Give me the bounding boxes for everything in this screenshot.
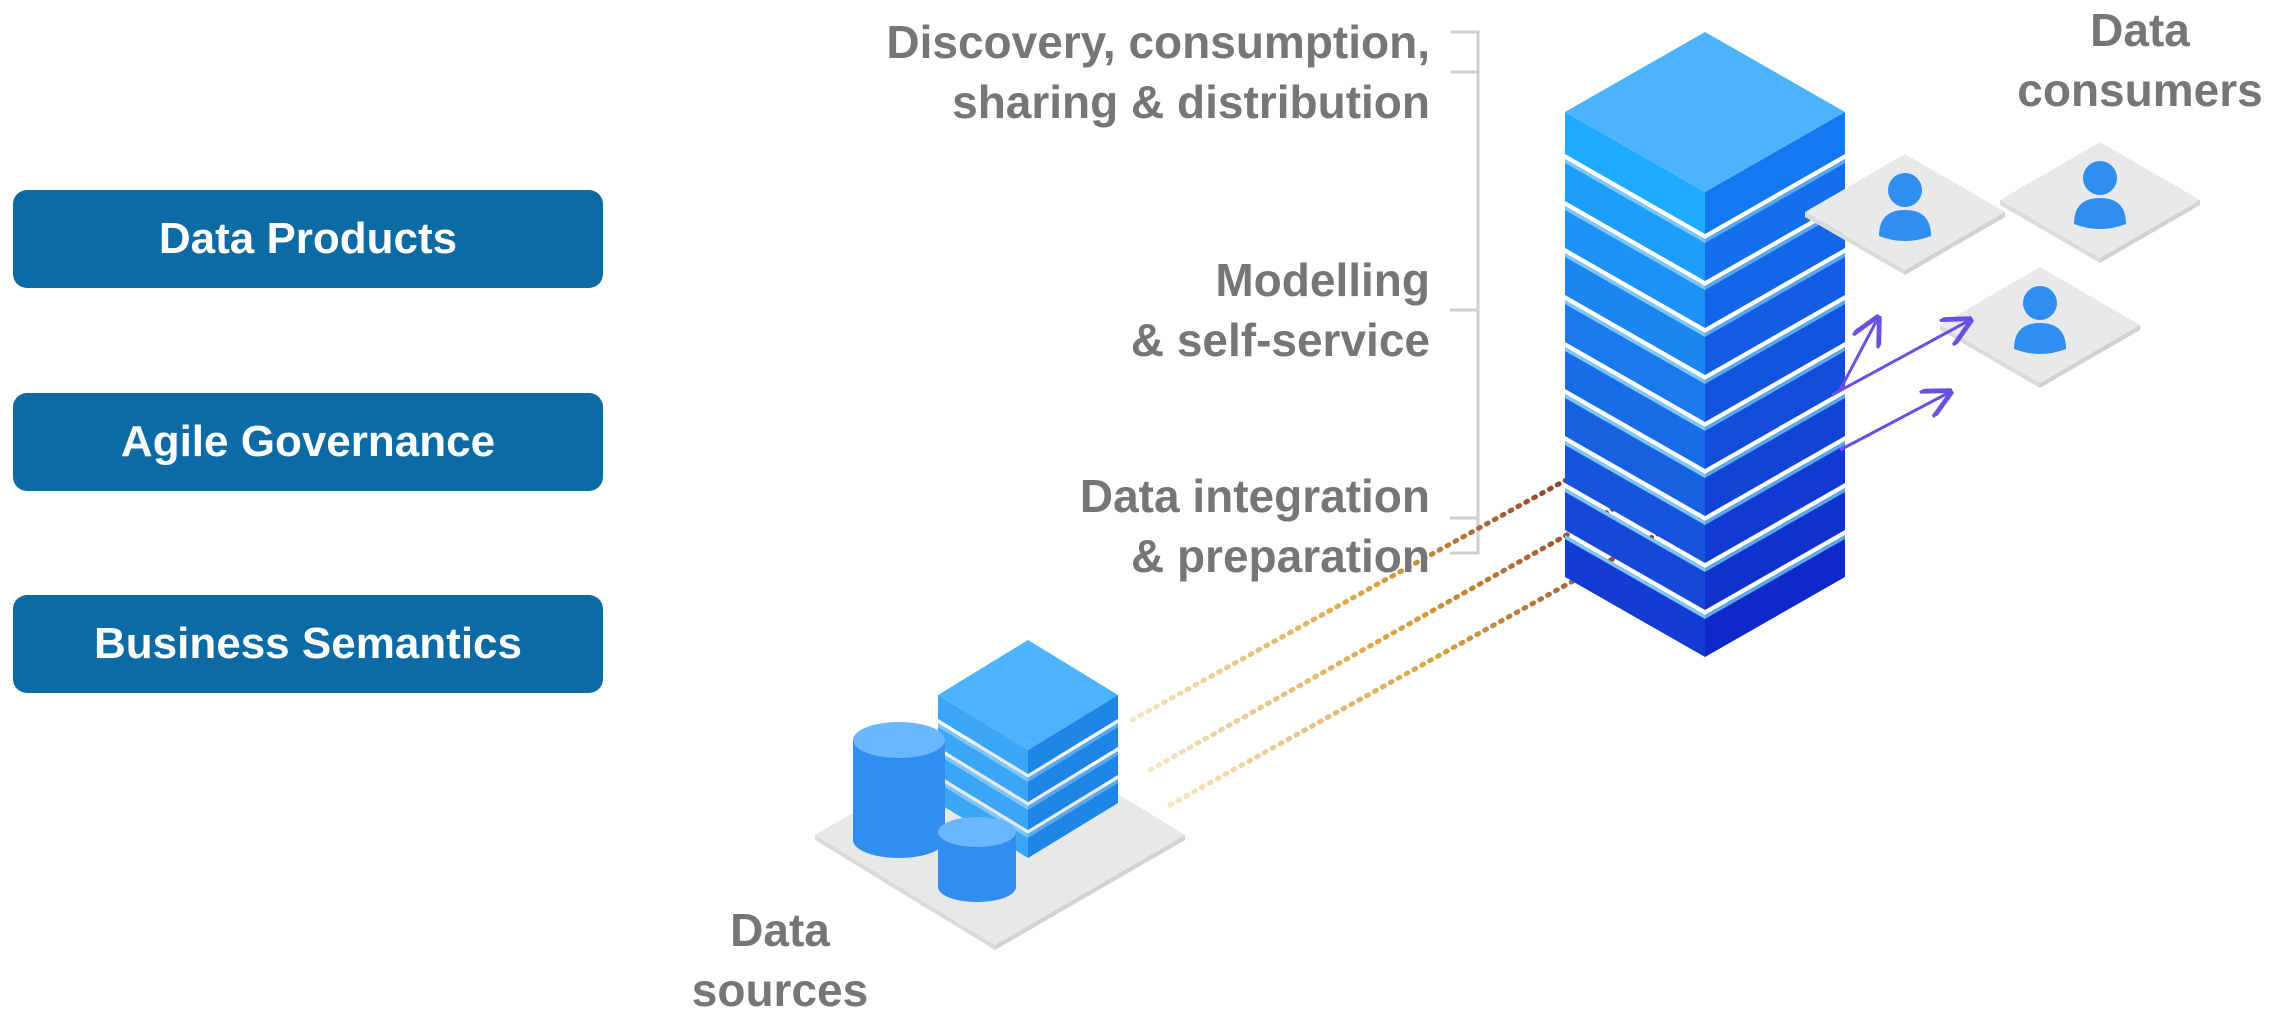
- label-discovery-layer: Discovery, consumption, sharing & distri…: [886, 12, 1430, 132]
- label-data-consumers: Data consumers: [2000, 0, 2280, 120]
- stack-separator: [1705, 300, 1845, 384]
- stack-slab-right: [1705, 300, 1845, 422]
- label-integration-layer: Data integration & preparation: [1080, 466, 1430, 586]
- stack-separator: [1565, 347, 1705, 431]
- stack-separator: [1565, 206, 1705, 290]
- stack-separator: [938, 751, 1028, 810]
- label-line: Discovery, consumption,: [886, 16, 1430, 68]
- stack-separator: [1705, 488, 1845, 572]
- stack-slab-left: [938, 695, 1028, 774]
- stack-slab-left: [1565, 488, 1705, 610]
- server-stack-icon: [938, 640, 1118, 858]
- tile-edge: [2040, 325, 2140, 388]
- stack-top: [938, 640, 1118, 750]
- stack-slab-left: [938, 723, 1028, 802]
- label-line: consumers: [2017, 64, 2263, 116]
- stack-slab-left: [1565, 112, 1705, 234]
- stack-slab-right: [1028, 723, 1118, 802]
- label-line: Modelling: [1215, 254, 1430, 306]
- stack-slab-right: [1705, 394, 1845, 516]
- stack-separator: [1705, 206, 1845, 290]
- tile-edge: [2000, 200, 2100, 263]
- database-icon: [853, 722, 945, 858]
- label-line: & preparation: [1130, 530, 1430, 582]
- stack-separator: [1565, 535, 1705, 619]
- user-icon: [2014, 286, 2066, 354]
- stack-separator: [1565, 159, 1705, 243]
- stack-slab-left: [1565, 394, 1705, 516]
- stack-separator: [1705, 441, 1845, 525]
- stack-slab-left: [938, 751, 1028, 830]
- pill-business-semantics: Business Semantics: [13, 595, 603, 693]
- stack-separator: [938, 723, 1028, 782]
- stack-separator: [1565, 488, 1705, 572]
- label-line: Data integration: [1079, 470, 1430, 522]
- stack-separator: [1028, 751, 1118, 810]
- stack-separator: [1028, 723, 1118, 782]
- arrow-icon: [1831, 318, 1970, 452]
- stack-separator: [1565, 441, 1705, 525]
- label-line: & self-service: [1130, 314, 1430, 366]
- stack-slab-left: [1565, 347, 1705, 469]
- stack-separator: [1565, 253, 1705, 337]
- label-line: Data: [2090, 4, 2190, 56]
- server-stack-icon: [1565, 32, 1845, 657]
- consumer-tile: [1805, 154, 2005, 275]
- stack-slab-right: [1705, 253, 1845, 375]
- stack-slab-left: [1565, 253, 1705, 375]
- stack-slab-left: [1565, 441, 1705, 563]
- label-data-sources: Data sources: [660, 900, 900, 1020]
- consumer-tile: [2000, 142, 2200, 263]
- tile-edge: [1805, 212, 1905, 275]
- consumer-tile: [1940, 267, 2140, 388]
- stack-separator: [1705, 535, 1845, 619]
- stack-slab-left: [1565, 300, 1705, 422]
- stack-separator: [1705, 253, 1845, 337]
- label-line: sources: [691, 964, 869, 1016]
- stack-slab-right: [1705, 206, 1845, 328]
- database-small-icon: [938, 817, 1016, 902]
- stack-separator: [1028, 779, 1118, 838]
- stack-separator: [1705, 347, 1845, 431]
- stack-slab-right: [1705, 347, 1845, 469]
- pill-data-products: Data Products: [13, 190, 603, 288]
- stack-separator: [1705, 159, 1845, 243]
- data-consumers: [1805, 142, 2200, 388]
- tile-edge: [1905, 212, 2005, 275]
- stack-separator: [1565, 394, 1705, 478]
- pill-agile-governance: Agile Governance: [13, 393, 603, 491]
- stack-slab-right: [1705, 488, 1845, 610]
- stack-slab-right: [1028, 751, 1118, 830]
- label-line: sharing & distribution: [952, 76, 1430, 128]
- user-icon: [2074, 161, 2126, 229]
- stack-slab-right: [1705, 441, 1845, 563]
- label-line: Data: [730, 904, 830, 956]
- layer-bracket: [1450, 30, 1480, 555]
- stack-slab-right: [1705, 112, 1845, 234]
- stack-slab-right: [1705, 159, 1845, 281]
- stack-top: [1565, 32, 1845, 192]
- tile-edge: [2100, 200, 2200, 263]
- stack-slab-right: [1028, 695, 1118, 774]
- user-icon: [1879, 173, 1931, 241]
- stack-slab-left: [1565, 159, 1705, 281]
- stack-slab-left: [1565, 206, 1705, 328]
- stack-slab-left: [1565, 535, 1705, 657]
- stack-separator: [1705, 394, 1845, 478]
- stack-separator: [1565, 300, 1705, 384]
- stack-slab-right: [1028, 779, 1118, 858]
- stack-slab-right: [1705, 535, 1845, 657]
- label-modelling-layer: Modelling & self-service: [1131, 250, 1430, 370]
